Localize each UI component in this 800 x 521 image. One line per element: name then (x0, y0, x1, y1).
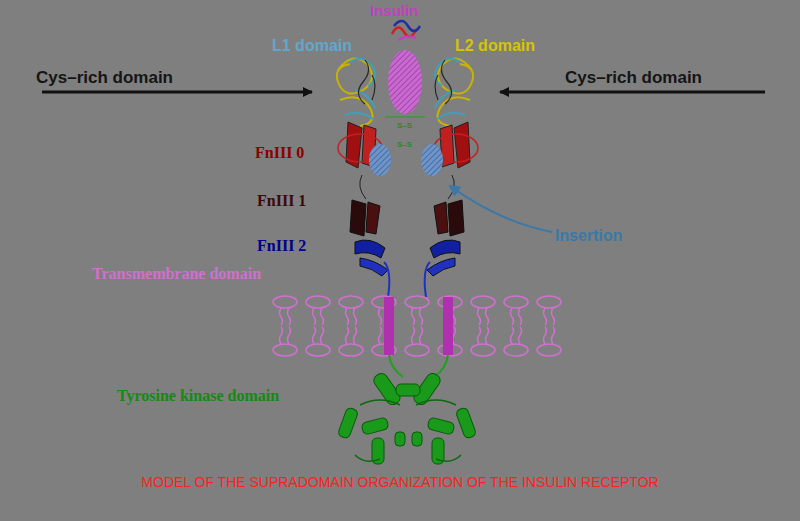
domain-label: FnIII 0 (255, 143, 304, 162)
lipid-head (471, 344, 495, 356)
fniii1-domains (350, 200, 464, 236)
lipid-head (405, 344, 429, 356)
lipid-head (273, 344, 297, 356)
molecule-label: Insulin (370, 2, 418, 20)
lipid-tail (511, 327, 522, 344)
insulin-site (388, 50, 422, 114)
lipid-head (504, 344, 528, 356)
fniii0-domains (338, 122, 478, 168)
lipid-head (273, 296, 297, 308)
fniii2-domains (355, 240, 460, 297)
insert-domain (369, 144, 391, 176)
lipid-head (504, 296, 528, 308)
lipid-head (537, 344, 561, 356)
pointer-arrow (500, 91, 765, 94)
linker-chain (360, 175, 455, 199)
lipid-head (471, 296, 495, 308)
lipid-tail (280, 308, 291, 325)
domain-label: L1 domain (272, 36, 352, 55)
lipid-tail (346, 327, 357, 344)
domain-label: FnIII 2 (257, 236, 306, 255)
domain-label: Transmembrane domain (92, 264, 261, 283)
lipid-head (306, 344, 330, 356)
lipid-tail (313, 327, 324, 344)
lipid-head (405, 296, 429, 308)
lipid-head (339, 296, 363, 308)
lipid-tail (544, 327, 555, 344)
lipid-tail (412, 327, 423, 344)
kinase-domains (337, 371, 477, 464)
lipid-head (306, 296, 330, 308)
insulin-ribbon (392, 21, 420, 40)
domain-label: L2 domain (455, 36, 535, 55)
lipid-head (339, 344, 363, 356)
lipid-tail (478, 308, 489, 325)
domain-label: FnIII 1 (257, 191, 306, 210)
lipid-bilayer (273, 296, 561, 356)
domain-label: Cys–rich domain (565, 68, 702, 88)
bond-label: S–S (397, 140, 412, 150)
domain-label: Cys–rich domain (36, 68, 173, 88)
linker-chain (389, 355, 448, 377)
lipid-tail (544, 308, 555, 325)
insert-domain (421, 144, 443, 176)
lipid-tail (346, 308, 357, 325)
disulfide-bond (385, 116, 425, 118)
pointer-arrow (450, 186, 552, 232)
figure-caption: MODEL OF THE SUPRADOMAIN ORGANIZATION OF… (141, 474, 658, 491)
lipid-tail (412, 308, 423, 325)
transmembrane-helix (443, 297, 453, 355)
lipid-head (537, 296, 561, 308)
lipid-tail (280, 327, 291, 344)
callout-label: Insertion (555, 226, 623, 245)
transmembrane-helix (384, 297, 394, 355)
bond-label: S–S (397, 121, 412, 131)
pointer-arrow (42, 91, 312, 94)
lipid-tail (511, 308, 522, 325)
lipid-tail (478, 327, 489, 344)
domain-label: Tyrosine kinase domain (117, 386, 279, 405)
lipid-tail (313, 308, 324, 325)
